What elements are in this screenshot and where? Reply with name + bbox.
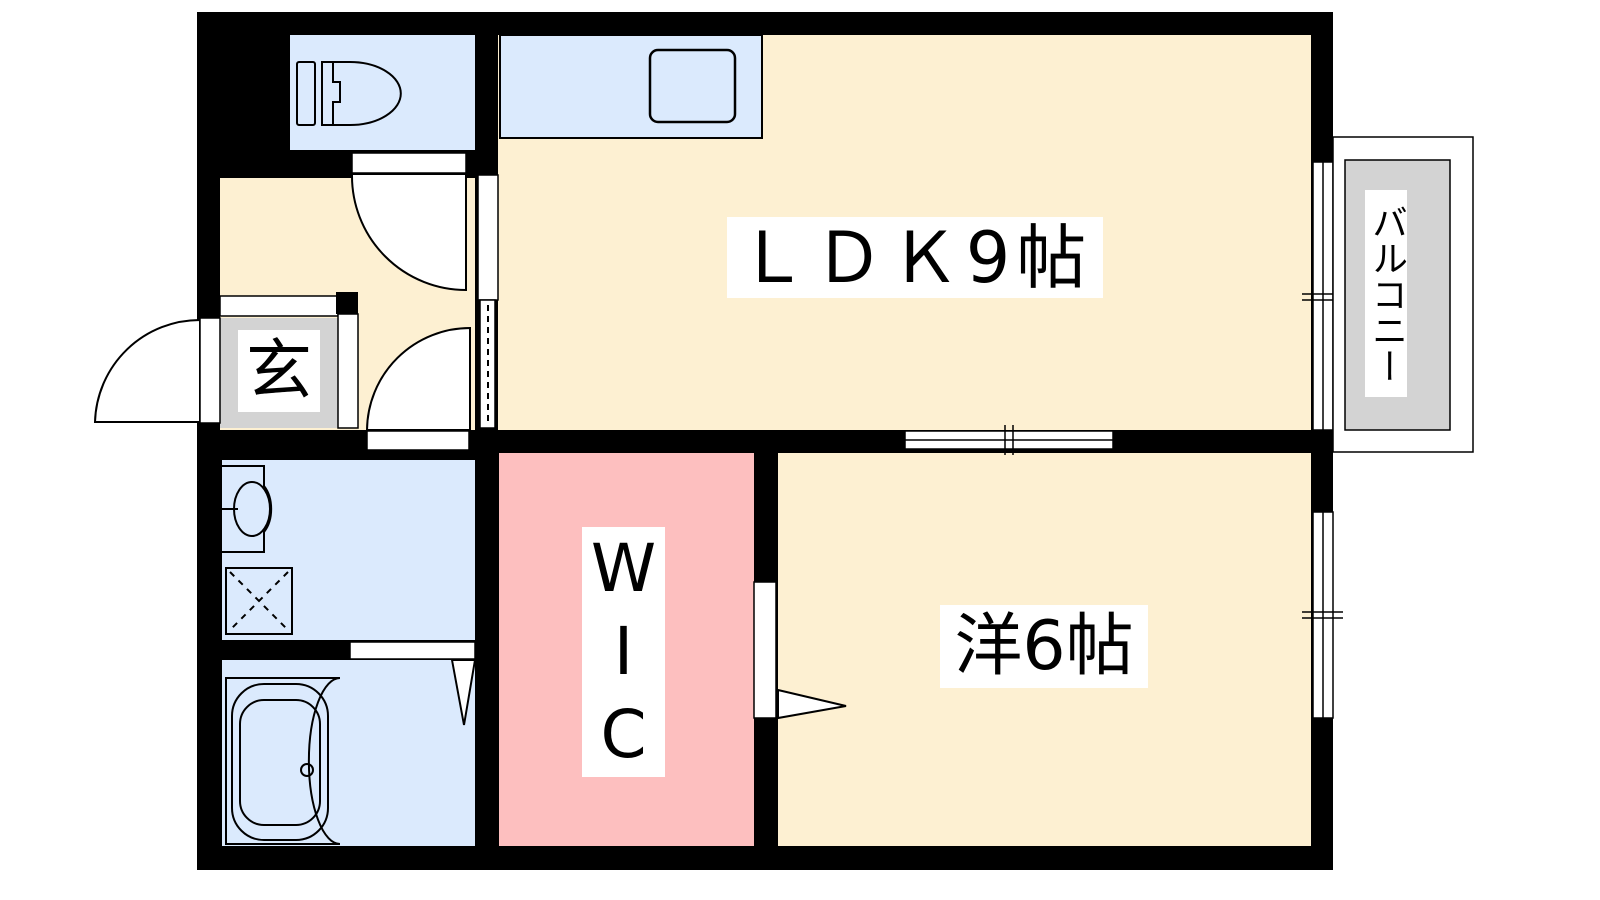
wic-door-swing bbox=[777, 688, 847, 720]
washing-machine-icon bbox=[225, 567, 293, 635]
wic-label-c: C bbox=[600, 696, 647, 774]
bathtub-icon bbox=[225, 677, 341, 845]
wic-label: W I C bbox=[582, 527, 665, 777]
ldk-window bbox=[1302, 161, 1343, 431]
western-room-label: 洋6帖 bbox=[940, 605, 1148, 688]
balcony-label: バルコニー bbox=[1365, 190, 1407, 397]
entrance-door-swing bbox=[93, 318, 201, 423]
toilet-door-frame bbox=[351, 152, 467, 174]
washroom-door-swing bbox=[365, 326, 471, 431]
bathroom bbox=[222, 660, 475, 846]
toilet-icon bbox=[296, 61, 402, 126]
wic-label-w: W bbox=[590, 529, 657, 607]
toilet-room bbox=[290, 35, 475, 150]
genkan-label: 玄 bbox=[238, 330, 320, 412]
kitchen-sink bbox=[648, 48, 737, 124]
genkan-step bbox=[337, 313, 359, 429]
washroom bbox=[222, 460, 475, 640]
washbasin-icon bbox=[222, 465, 273, 553]
shoe-cabinet bbox=[219, 295, 339, 317]
ldk-label: ＬＤＫ9帖 bbox=[727, 217, 1103, 298]
western-window bbox=[1302, 511, 1343, 719]
toilet-door-swing bbox=[350, 174, 467, 292]
bath-door-swing bbox=[450, 659, 477, 726]
wic-label-i: I bbox=[613, 612, 634, 690]
